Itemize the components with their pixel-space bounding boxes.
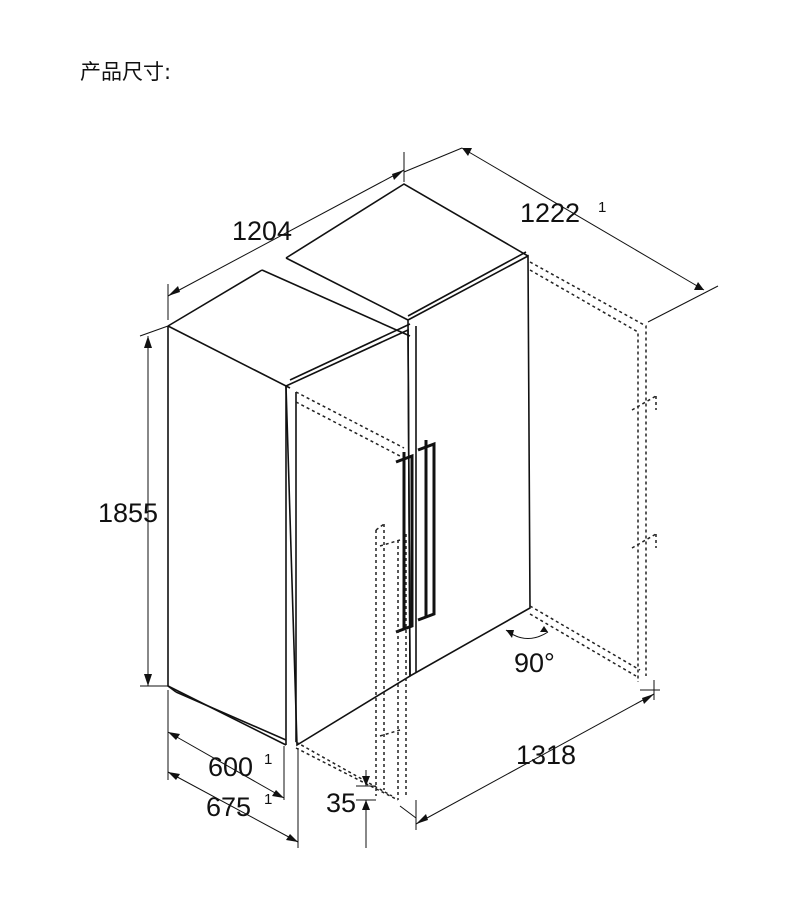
depth-open-label: 1222: [520, 198, 580, 228]
open-door-right-dashed: [529, 261, 657, 682]
door-angle-arc: [505, 626, 549, 639]
height-label: 1855: [98, 498, 158, 528]
depth-open-note: 1: [598, 199, 606, 216]
door-angle-label: 90°: [514, 648, 555, 678]
open-door-left-dashed: [295, 391, 407, 801]
depth-body-note: 1: [264, 751, 272, 768]
right-cabinet: [285, 183, 531, 678]
depth-total-note: 1: [264, 791, 272, 808]
depth-body-label: 600: [208, 752, 253, 782]
depth-total-label: 675: [206, 792, 251, 822]
left-cabinet: [167, 269, 411, 747]
dimension-annotations: 1204 1222 1 1855 600 1 675 1: [98, 147, 719, 848]
base-gap-label: 35: [326, 788, 356, 818]
open-width-label: 1318: [516, 740, 576, 770]
page-title: 产品尺寸:: [80, 60, 172, 84]
door-handles: [395, 440, 436, 634]
width-label: 1204: [232, 216, 292, 246]
